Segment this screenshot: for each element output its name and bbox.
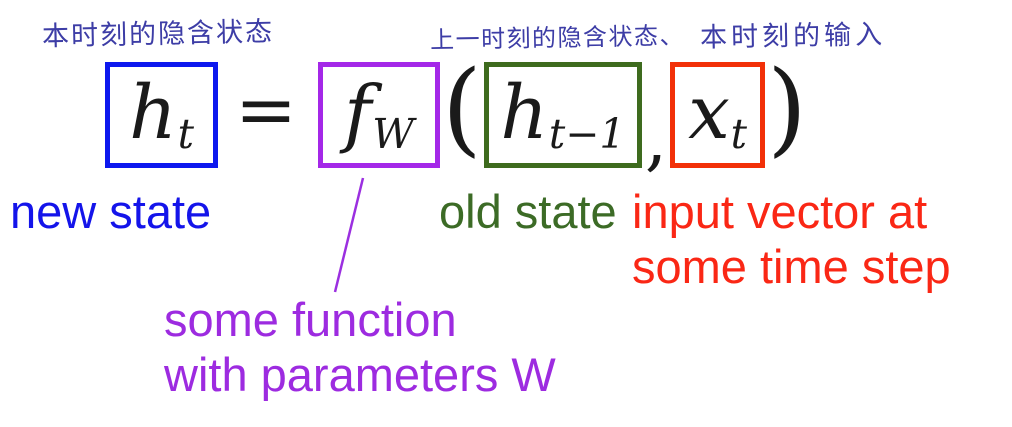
h-t-minus-1-base: h: [500, 69, 549, 156]
f-w-base: f: [344, 69, 372, 156]
annotation-current-hidden-state: 本时刻的隐含状态: [41, 16, 275, 52]
f-w-term: fW: [344, 76, 414, 155]
new-state-term-box: ht: [105, 62, 218, 168]
h-t-subscript: t: [177, 109, 194, 158]
label-old-state: old state: [439, 185, 617, 238]
open-paren: (: [442, 49, 482, 168]
h-t-base: h: [129, 69, 177, 156]
label-input-vector-line2: some time step: [632, 239, 951, 293]
f-w-subscript: W: [372, 109, 415, 158]
x-t-base: x: [688, 69, 730, 156]
comma-separator: ,: [644, 98, 668, 180]
equals-sign: =: [235, 67, 298, 153]
label-input-vector: input vector at some time step: [632, 185, 951, 294]
label-some-function: some function with parameters W: [164, 293, 556, 402]
h-t-minus-1-subscript: t−1: [548, 109, 626, 158]
x-t-term: xt: [688, 76, 747, 155]
label-some-function-line1: some function: [164, 293, 457, 346]
x-t-subscript: t: [730, 109, 748, 158]
h-t-term: ht: [129, 76, 194, 155]
label-input-vector-line1: input vector at: [632, 185, 928, 238]
function-term-box: fW: [318, 62, 441, 168]
h-t-minus-1-term: ht−1: [500, 76, 625, 155]
label-some-function-line2: with parameters W: [164, 347, 556, 401]
rnn-state-formula: ht = fW ( ht−1 , xt ): [105, 58, 809, 174]
close-paren: ): [767, 49, 807, 168]
input-term-box: xt: [670, 62, 766, 168]
old-state-term-box: ht−1: [483, 62, 642, 168]
label-new-state: new state: [10, 185, 212, 238]
